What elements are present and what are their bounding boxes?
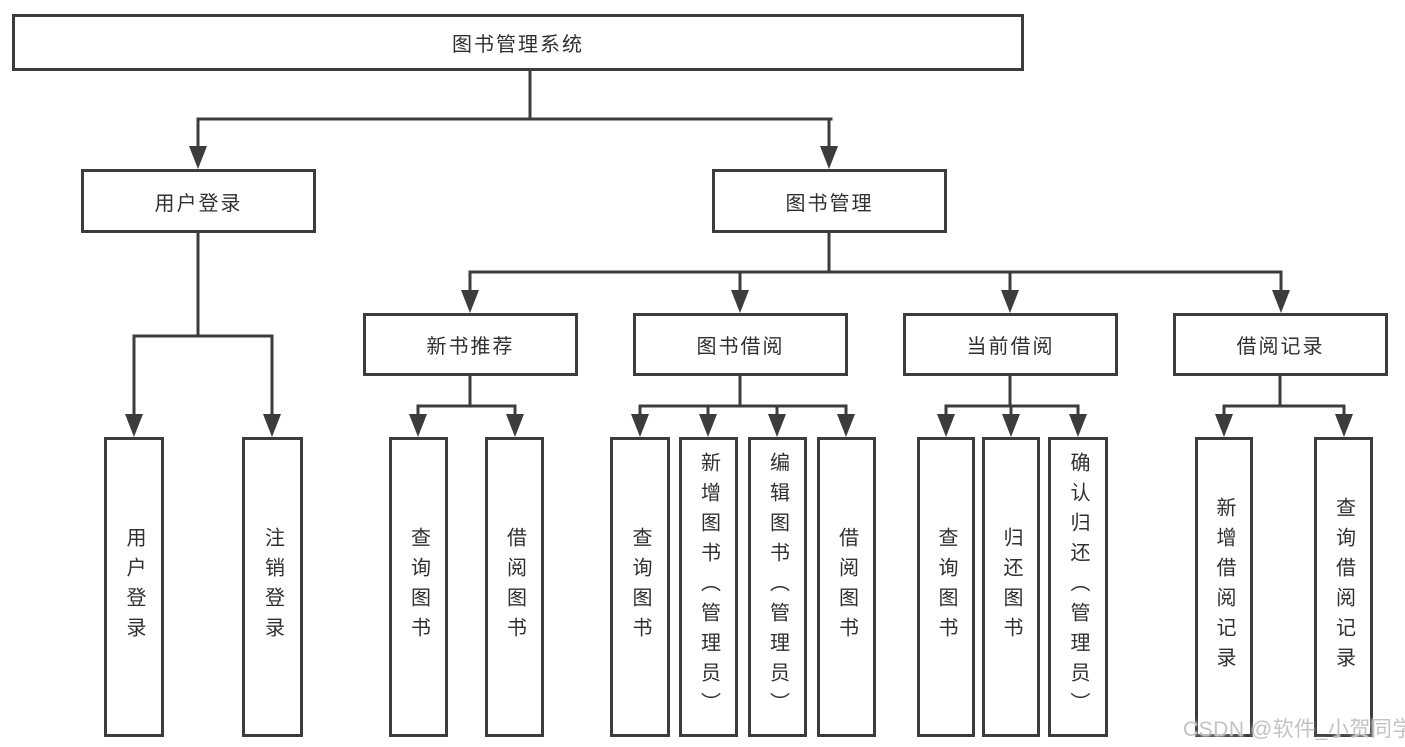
leaf-add-book-admin: 新增图书（管理员） (679, 437, 738, 737)
node-label: 借阅记录 (1236, 336, 1325, 358)
node-label: 查询借阅记录 (1332, 497, 1355, 677)
node-label: 查询图书 (407, 527, 430, 647)
leaf-edit-book-admin: 编辑图书（管理员） (748, 437, 807, 737)
node-label: 图书管理 (785, 192, 874, 215)
node-label: 图书借阅 (696, 336, 785, 358)
leaf-logout: 注销登录 (242, 437, 303, 737)
leaf-confirm-return-admin: 确认归还（管理员） (1048, 437, 1108, 737)
leaf-return-book: 归还图书 (982, 437, 1040, 737)
connector-book-borrow-to-leaves (631, 374, 855, 437)
node-label: 注销登录 (261, 527, 284, 647)
leaf-query-book-borrow: 查询图书 (610, 437, 670, 737)
connector-borrow-record-to-leaves (1215, 374, 1353, 437)
csdn-watermark: CSDN @软件_小贺同学 (1183, 718, 1405, 741)
node-label: 确认归还（管理员） (1067, 452, 1089, 722)
node-new-book-recommend: 新书推荐 (363, 313, 578, 376)
node-label: 新书推荐 (426, 336, 515, 358)
node-label: 用户登录 (123, 527, 145, 647)
leaf-add-borrow-record: 新增借阅记录 (1195, 437, 1253, 737)
leaf-user-login: 用户登录 (104, 437, 164, 737)
connector-book-management-to-level3 (461, 231, 1290, 313)
node-user-login-group: 用户登录 (81, 169, 316, 233)
connector-user-login-to-leaves (125, 231, 281, 437)
node-label: 用户登录 (154, 192, 243, 215)
node-label: 新增图书（管理员） (697, 452, 720, 722)
leaf-query-book-recommend: 查询图书 (389, 437, 448, 737)
node-book-borrow: 图书借阅 (633, 313, 848, 376)
node-library-management-system: 图书管理系统 (12, 14, 1024, 71)
node-borrow-records: 借阅记录 (1173, 313, 1388, 376)
node-label: 借阅图书 (835, 527, 858, 647)
node-label: 归还图书 (1000, 527, 1022, 647)
node-current-borrow: 当前借阅 (903, 313, 1118, 376)
node-label: 查询图书 (935, 527, 957, 647)
node-label: 编辑图书（管理员） (766, 452, 789, 722)
node-label: 图书管理系统 (452, 34, 584, 56)
node-label: 当前借阅 (966, 336, 1055, 358)
node-label: 查询图书 (629, 527, 651, 647)
node-label: 新增借阅记录 (1213, 497, 1235, 677)
connector-current-borrow-to-leaves (937, 374, 1087, 437)
leaf-borrow-book-recommend: 借阅图书 (485, 437, 544, 737)
connector-new-book-to-leaves (409, 374, 524, 437)
connector-root-to-level2 (189, 69, 838, 169)
leaf-borrow-book: 借阅图书 (817, 437, 876, 737)
node-label: 借阅图书 (503, 527, 526, 647)
leaf-query-borrow-record: 查询借阅记录 (1314, 437, 1373, 737)
leaf-query-book-current: 查询图书 (917, 437, 975, 737)
node-book-management: 图书管理 (712, 169, 947, 233)
